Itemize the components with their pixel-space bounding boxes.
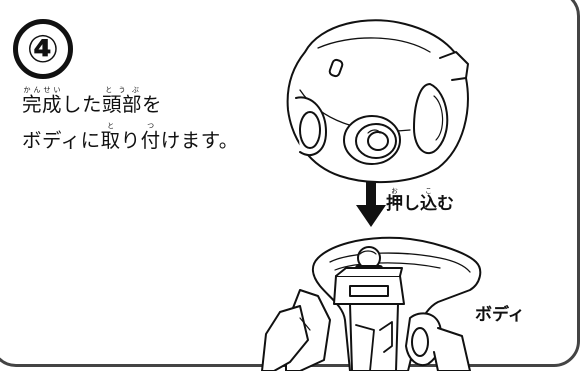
down-arrow-icon — [356, 181, 386, 227]
step-number: ④ — [27, 27, 59, 71]
word-kemasu: けます。 — [160, 129, 239, 152]
word-to: 取と — [100, 122, 121, 152]
step-number-badge: ④ — [13, 19, 73, 79]
instruction-line-2: ボディに取とり付つけます。 — [22, 122, 272, 158]
word-shita: した — [62, 93, 103, 116]
body-label: ボディ — [475, 305, 525, 325]
push-in-label: 押おし込こむ — [386, 187, 454, 214]
word-body-ni: ボディに — [22, 129, 101, 152]
instruction-text: 完成かんせいした頭部とうぶを ボディに取とり付つけます。 — [22, 86, 272, 158]
robot-body-drawing — [261, 236, 482, 371]
word-tsu: 付つ — [140, 122, 161, 152]
robot-head-drawing — [286, 19, 469, 184]
word-ri: り — [120, 129, 141, 152]
word-kansei: 完成かんせい — [22, 86, 63, 116]
word-wo: を — [142, 93, 163, 116]
instruction-line-1: 完成かんせいした頭部とうぶを — [22, 86, 272, 122]
word-toubu: 頭部とうぶ — [102, 86, 143, 116]
